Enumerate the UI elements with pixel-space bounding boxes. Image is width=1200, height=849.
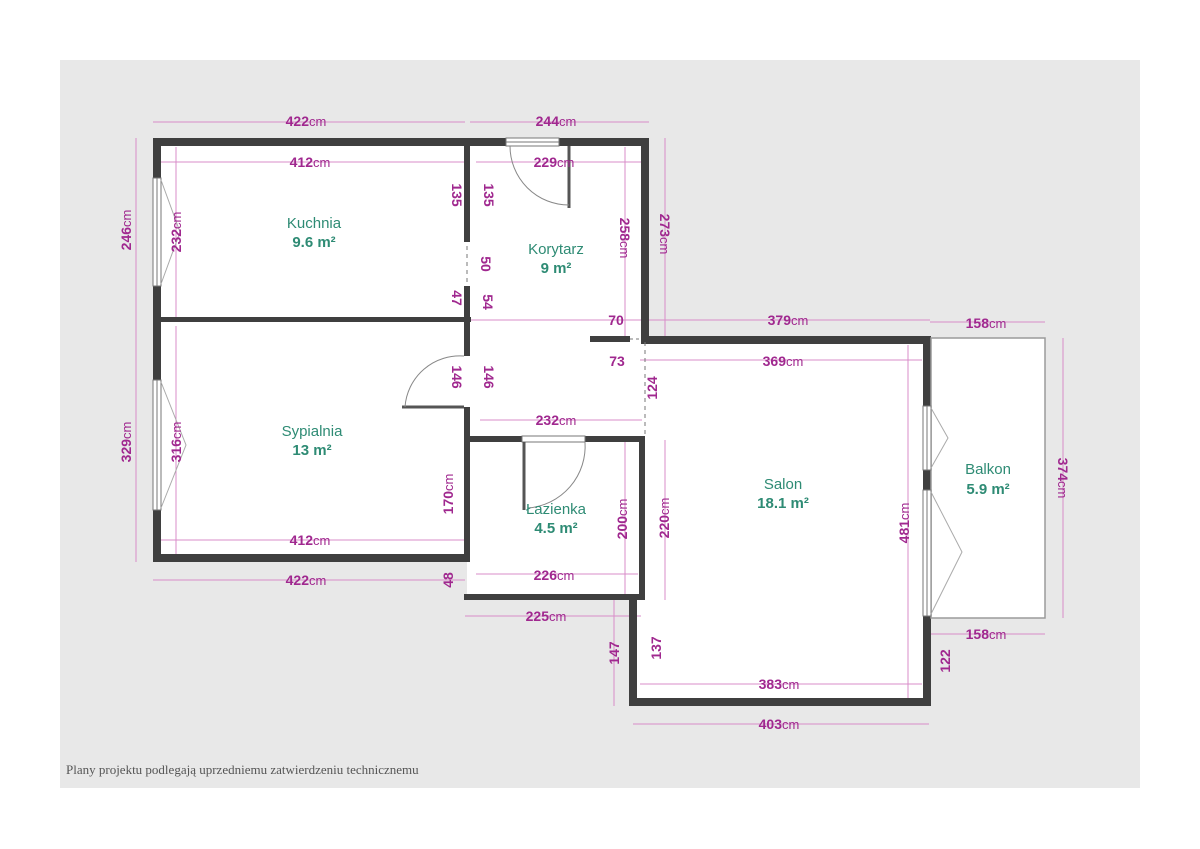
dimension-label: 70 bbox=[608, 312, 624, 328]
dimension-label: 146 bbox=[449, 365, 465, 389]
dimension-label: 422cm bbox=[286, 572, 327, 588]
room-area-korytarz: 9 m² bbox=[541, 260, 572, 277]
measurement-lines bbox=[135, 121, 1064, 725]
dimension-label: 246cm bbox=[118, 210, 134, 251]
room-name-korytarz: Korytarz bbox=[528, 241, 584, 258]
dimension-label: 369cm bbox=[763, 353, 804, 369]
dimension-label: 135 bbox=[449, 183, 465, 207]
room-area-lazienka: 4.5 m² bbox=[534, 520, 577, 537]
doors bbox=[402, 145, 646, 510]
dimension-label: 73 bbox=[609, 353, 625, 369]
dimension-label: 232cm bbox=[536, 412, 577, 428]
dimension-label: 158cm bbox=[966, 315, 1007, 331]
window-swings bbox=[160, 179, 963, 615]
dimension-label: 374cm bbox=[1055, 458, 1071, 499]
floors bbox=[153, 138, 1045, 706]
dimension-label: 316cm bbox=[168, 422, 184, 463]
dimension-label: 50 bbox=[478, 256, 494, 272]
dimension-label: 229cm bbox=[534, 154, 575, 170]
dimension-label: 200cm bbox=[614, 499, 630, 540]
dimension-labels-vertical: 135 135 246cm 232cm 258cm 273cm 50 47 54… bbox=[118, 183, 1071, 672]
dimension-label: 412cm bbox=[290, 154, 331, 170]
dimension-label: 273cm bbox=[657, 214, 673, 255]
room-area-kuchnia: 9.6 m² bbox=[292, 234, 335, 251]
room-name-sypialnia: Sypialnia bbox=[282, 423, 344, 440]
dimension-label: 422cm bbox=[286, 113, 327, 129]
dimension-label: 158cm bbox=[966, 626, 1007, 642]
dimension-label: 122 bbox=[937, 649, 953, 673]
dimension-label: 170cm bbox=[440, 474, 456, 515]
room-name-kuchnia: Kuchnia bbox=[287, 215, 342, 232]
walls bbox=[153, 138, 931, 706]
balcony-outline bbox=[930, 337, 1046, 619]
dimension-label: 135 bbox=[481, 183, 497, 207]
dimension-label: 258cm bbox=[617, 218, 633, 259]
room-area-salon: 18.1 m² bbox=[757, 495, 809, 512]
dimension-label: 481cm bbox=[896, 503, 912, 544]
dimension-label: 412cm bbox=[290, 532, 331, 548]
room-area-sypialnia: 13 m² bbox=[292, 442, 331, 459]
room-name-salon: Salon bbox=[764, 476, 802, 493]
room-area-balkon: 5.9 m² bbox=[966, 481, 1009, 498]
dimension-label: 232cm bbox=[168, 212, 184, 253]
dimension-label: 47 bbox=[449, 290, 465, 306]
dimension-label: 379cm bbox=[768, 312, 809, 328]
dimension-label: 226cm bbox=[534, 567, 575, 583]
dimension-label: 383cm bbox=[759, 676, 800, 692]
room-labels: Kuchnia 9.6 m² Korytarz 9 m² Sypialnia 1… bbox=[282, 215, 1011, 537]
room-name-lazienka: Łazienka bbox=[526, 501, 587, 518]
dimension-label: 146 bbox=[481, 365, 497, 389]
dimension-label: 48 bbox=[440, 572, 456, 588]
dimension-label: 329cm bbox=[118, 422, 134, 463]
dimension-label: 147 bbox=[606, 641, 622, 665]
dimension-labels: 422cm 244cm 412cm 229cm 70 379cm 158cm 7… bbox=[286, 113, 1007, 732]
dimension-label: 403cm bbox=[759, 716, 800, 732]
dimension-label: 124 bbox=[644, 376, 660, 400]
dimension-label: 54 bbox=[480, 294, 496, 310]
disclaimer-text: Plany projektu podlegają uprzedniemu zat… bbox=[66, 762, 419, 777]
dimension-label: 225cm bbox=[526, 608, 567, 624]
dimension-label: 220cm bbox=[656, 498, 672, 539]
room-name-balkon: Balkon bbox=[965, 461, 1011, 478]
dimension-label: 244cm bbox=[536, 113, 577, 129]
windows bbox=[152, 137, 932, 617]
dimension-label: 137 bbox=[648, 636, 664, 660]
